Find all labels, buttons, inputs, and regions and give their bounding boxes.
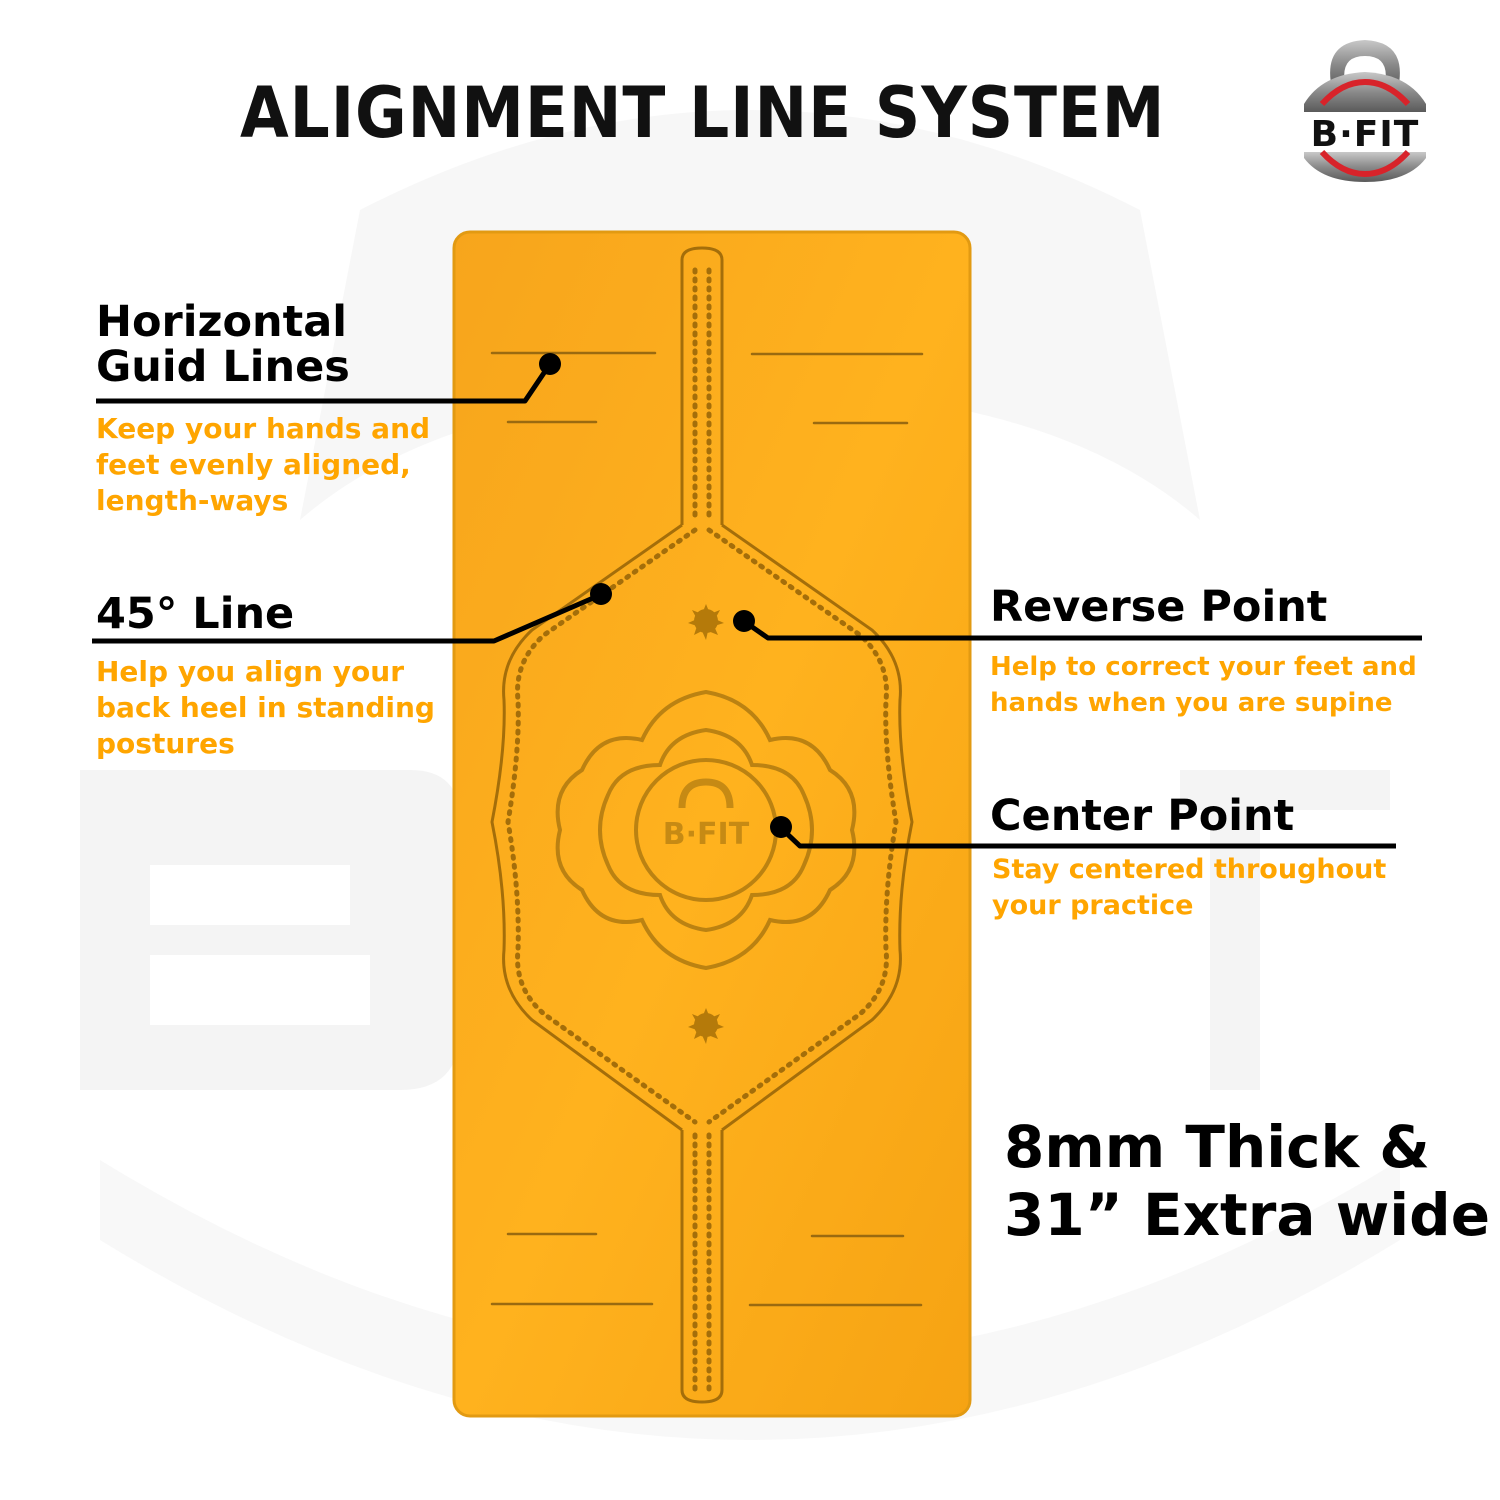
spec-line-width: 31” Extra wide bbox=[1004, 1181, 1491, 1249]
description-line: your practice bbox=[992, 890, 1194, 921]
description-line: Stay centered throughout bbox=[992, 854, 1387, 885]
callout-reverse-point-heading: Reverse Point bbox=[990, 582, 1328, 632]
callout-horizontal-guide-lines-heading: Horizontal Guid Lines bbox=[96, 297, 350, 393]
callout-center-point-description: Stay centered throughout your practice bbox=[992, 852, 1386, 924]
yoga-mat-illustration: B·FIT bbox=[452, 230, 972, 1418]
description-line: back heel in standing bbox=[96, 691, 435, 724]
callout-45-degree-line-heading: 45° Line bbox=[96, 589, 295, 639]
description-line: feet evenly aligned, bbox=[96, 448, 411, 481]
bfit-logo-icon: B·FIT bbox=[1304, 40, 1426, 182]
spec-thickness-width: 8mm Thick & 31” Extra wide bbox=[1004, 1113, 1490, 1249]
description-line: Keep your hands and bbox=[96, 412, 431, 445]
svg-text:B·FIT: B·FIT bbox=[1311, 114, 1420, 155]
heading-line: Guid Lines bbox=[96, 342, 350, 393]
callout-reverse-point-description: Help to correct your feet and hands when… bbox=[990, 649, 1417, 721]
description-line: hands when you are supine bbox=[990, 688, 1393, 718]
spec-line-thickness: 8mm Thick & bbox=[1004, 1113, 1430, 1181]
callout-horizontal-guide-lines-description: Keep your hands and feet evenly aligned,… bbox=[96, 411, 430, 519]
description-line: length-ways bbox=[96, 484, 289, 517]
svg-text:B·FIT: B·FIT bbox=[663, 817, 750, 852]
description-line: postures bbox=[96, 727, 235, 760]
description-line: Help to correct your feet and bbox=[990, 652, 1417, 682]
callout-45-degree-line-description: Help you align your back heel in standin… bbox=[96, 654, 435, 762]
callout-center-point-heading: Center Point bbox=[990, 791, 1295, 841]
description-line: Help you align your bbox=[96, 655, 405, 688]
page-title: ALIGNMENT LINE SYSTEM bbox=[240, 72, 1166, 154]
heading-line: Horizontal bbox=[96, 297, 347, 347]
